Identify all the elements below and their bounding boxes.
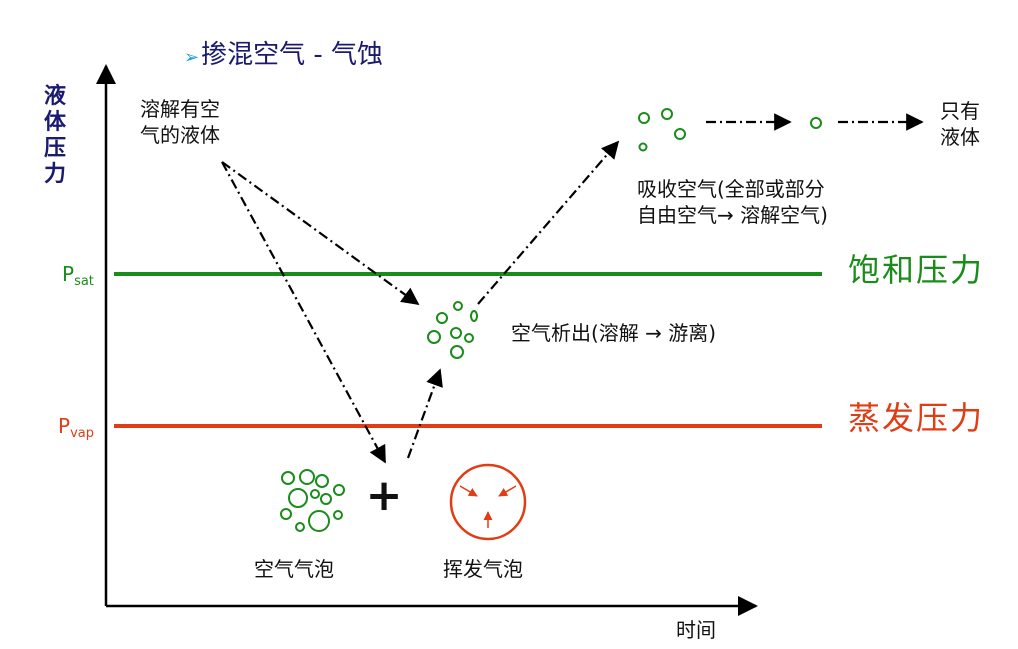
vapor-bubble [449,463,527,541]
p-vap-label: Pvap [58,416,94,440]
air-release-label: 空气析出(溶解 → 游离) [511,321,717,345]
vapor-bubble-label: 挥发气泡 [443,557,523,581]
only-line-1: 只有 [940,99,980,123]
absorb-air-label: 吸收空气(全部或部分 自由空气→ 溶解空气) [637,176,828,228]
arrow-dissolved-to-release [221,161,420,306]
dissolved-line-2: 气的液体 [140,123,220,147]
p-vap-main: P [58,414,71,438]
arrow-release-to-absorb [477,140,620,305]
released-bubbles [427,301,478,359]
arrow-bubbles-to-release [406,368,443,459]
page-title: ➢掺混空气 - 气蚀 [184,42,383,68]
title-marker-icon: ➢ [184,47,200,68]
dissolved-line-1: 溶解有空 [140,97,220,121]
plus-sign: + [366,470,403,521]
arrow-dissolved-to-bubbles [221,161,386,464]
air-bubble-label: 空气气泡 [254,557,334,581]
air-bubble-cluster [280,469,345,532]
x-axis-label: 时间 [676,618,716,642]
only-line-2: 液体 [940,125,980,149]
absorb-line-2: 自由空气→ 溶解空气) [637,203,828,227]
dissolved-liquid-label: 溶解有空 气的液体 [140,96,220,148]
p-sat-label: Psat [62,264,94,288]
only-liquid-label: 只有 液体 [940,98,980,150]
p-sat-sub: sat [74,274,94,289]
p-sat-main: P [62,262,75,286]
title-text: 掺混空气 - 气蚀 [201,40,384,70]
y-axis-label: 液体压力 [44,84,67,187]
absorbed-bubbles [638,108,822,152]
saturation-pressure-label: 饱和压力 [848,251,985,289]
absorb-line-1: 吸收空气(全部或部分 [637,177,825,201]
vapor-pressure-label: 蒸发压力 [848,399,985,437]
p-vap-sub: vap [70,426,94,441]
